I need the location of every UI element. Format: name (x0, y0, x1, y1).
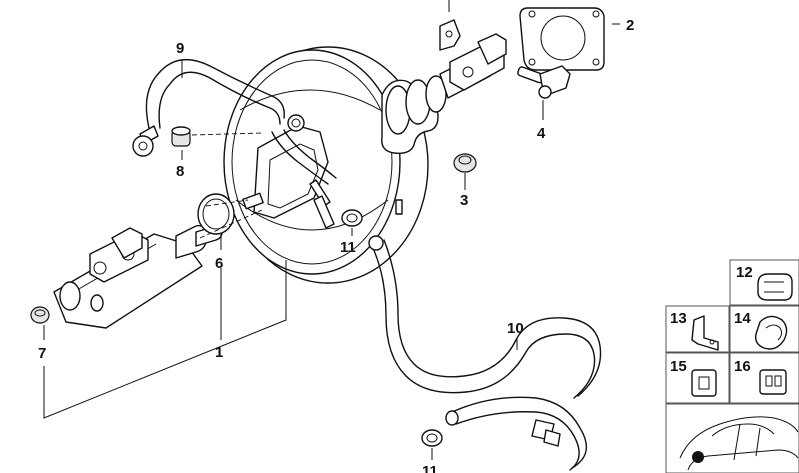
callout-10: 10 (507, 320, 524, 337)
pin (517, 65, 571, 99)
callout-4: 4 (537, 125, 546, 142)
callout-8: 8 (176, 163, 184, 180)
clip-14 (754, 315, 788, 350)
grommet-16 (759, 369, 787, 395)
clevis-fork (439, 19, 507, 91)
grommet-15 (691, 369, 717, 397)
small-parts-legend: 12 13 14 15 16 (665, 259, 799, 473)
master-cylinder (53, 224, 223, 329)
callout-labels: 9 8 2 4 3 6 11 7 1 10 11 (38, 17, 634, 473)
nut (30, 306, 50, 324)
legend-cell-car (665, 403, 799, 473)
hose-clamp (341, 209, 443, 447)
bracket-13 (691, 315, 719, 351)
clip-12 (757, 273, 793, 301)
callout-11: 11 (340, 239, 356, 256)
car-locator-icon (679, 416, 799, 471)
leader-lines (43, 0, 620, 460)
callout-7: 7 (38, 345, 46, 362)
vacuum-hose-lower (368, 235, 602, 471)
legend-label-15: 15 (670, 358, 687, 375)
callout-9: 9 (176, 40, 184, 57)
legend-label-13: 13 (670, 310, 687, 327)
gasket (519, 7, 605, 71)
callout-11-lower: 11 (422, 463, 438, 473)
location-dot (692, 451, 704, 463)
grommet (453, 153, 477, 173)
o-ring (197, 193, 235, 235)
legend-label-12: 12 (736, 264, 753, 281)
callout-1: 1 (215, 344, 223, 361)
cap-nut (171, 126, 191, 147)
legend-label-16: 16 (734, 358, 751, 375)
vacuum-hose-upper (132, 58, 337, 185)
legend-label-14: 14 (734, 310, 751, 327)
callout-3: 3 (460, 192, 468, 209)
callout-2: 2 (626, 17, 634, 34)
callout-6: 6 (215, 255, 223, 272)
